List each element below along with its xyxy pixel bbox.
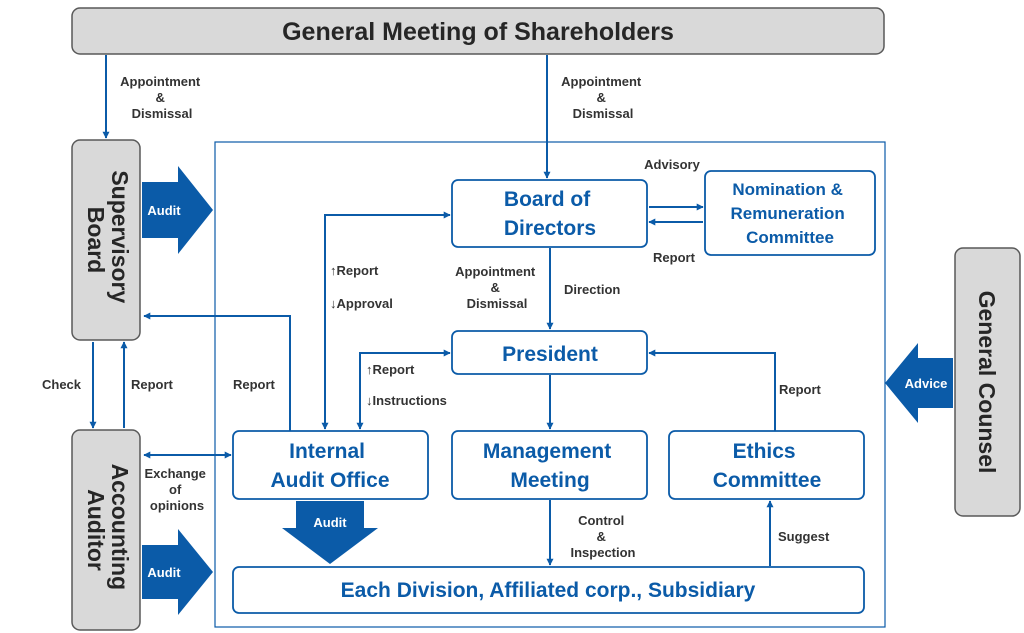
divisions-label: Each Division, Affiliated corp., Subsidi… xyxy=(341,579,756,602)
board-of-directors-line2: Directors xyxy=(504,217,596,240)
president-label: President xyxy=(502,343,598,366)
label-report-instructions: ↑Report ↓Instructions xyxy=(366,362,447,408)
label-report-approval: ↑Report ↓Approval xyxy=(330,263,393,311)
svg-text:Internal Audit Office: Internal Audit Office xyxy=(271,440,390,492)
nomination-line1: Nomination & xyxy=(732,180,843,199)
advice-label: Advice xyxy=(905,376,948,391)
accounting-auditor-box: Accounting Auditor xyxy=(71,429,141,631)
nomination-committee-box: Nomination & Remuneration Committee xyxy=(704,170,876,256)
connectors xyxy=(89,55,776,566)
nomination-line2: Remuneration xyxy=(730,204,844,223)
ethics-committee-line1: Ethics xyxy=(733,440,796,463)
supervisory-board-line2: Board xyxy=(83,207,109,273)
president-box: President xyxy=(451,330,648,375)
audit-accounting-arrow: Audit xyxy=(142,529,213,615)
company-frame xyxy=(214,141,886,628)
connector-internal-supervisory xyxy=(143,312,291,431)
internal-audit-line1: Internal xyxy=(289,440,365,463)
board-of-directors-box: Board of Directors xyxy=(451,179,648,248)
audit-internal-label: Audit xyxy=(313,515,347,530)
label-report-ethics: Report xyxy=(779,382,822,397)
accounting-auditor-line2: Auditor xyxy=(83,489,109,571)
label-check: Check xyxy=(42,377,82,392)
divisions-box: Each Division, Affiliated corp., Subsidi… xyxy=(232,566,865,614)
label-report-nomination: Report xyxy=(653,250,696,265)
board-of-directors-line1: Board of xyxy=(504,188,591,211)
audit-supervisory-arrow: Audit xyxy=(142,166,213,254)
label-report-supervisory: Report xyxy=(233,377,276,392)
label-report-accounting: Report xyxy=(131,377,174,392)
connector-ethics-president xyxy=(648,349,776,431)
connector-internal-board xyxy=(321,211,451,430)
general-counsel-box: General Counsel xyxy=(954,247,1021,517)
label-control: Control & Inspection xyxy=(570,513,635,560)
label-advisory: Advisory xyxy=(644,157,700,172)
shareholders-meeting-box: General Meeting of Shareholders xyxy=(71,7,885,55)
management-meeting-line1: Management xyxy=(483,440,611,463)
svg-text:Management Meeting: Management Meeting xyxy=(483,440,617,492)
audit-accounting-label: Audit xyxy=(147,565,181,580)
audit-internal-arrow: Audit xyxy=(282,501,378,564)
connector-internal-president xyxy=(356,349,451,430)
internal-audit-line2: Audit Office xyxy=(271,469,390,492)
management-meeting-box: Management Meeting xyxy=(451,430,648,500)
supervisory-board-line1: Supervisory xyxy=(107,170,133,303)
supervisory-board-box: Supervisory Board xyxy=(71,139,141,341)
svg-text:Board of Directors: Board of Directors xyxy=(504,188,596,240)
ethics-committee-line2: Committee xyxy=(713,469,822,492)
ethics-committee-box: Ethics Committee xyxy=(668,430,865,500)
advice-arrow: Advice xyxy=(885,343,953,423)
svg-text:Ethics Committee: Ethics Committee xyxy=(713,440,822,492)
label-suggest: Suggest xyxy=(778,529,830,544)
svg-text:Supervisory Board: Supervisory Board xyxy=(83,170,133,309)
svg-text:Accounting Auditor: Accounting Auditor xyxy=(83,464,133,597)
label-appointment-center: Appointment & Dismissal xyxy=(561,74,645,121)
nomination-line3: Committee xyxy=(746,228,834,247)
label-direction: Direction xyxy=(564,282,620,297)
svg-text:Nomination & Remuneratio: Nomination & Remuneration Committee xyxy=(730,180,849,247)
audit-supervisory-label: Audit xyxy=(147,203,181,218)
shareholders-meeting-title: General Meeting of Shareholders xyxy=(282,18,674,46)
label-appointment-left: Appointment & Dismissal xyxy=(120,74,204,121)
label-exchange: Exchange of opinions xyxy=(144,466,209,513)
accounting-auditor-line1: Accounting xyxy=(107,464,133,591)
internal-audit-office-box: Internal Audit Office xyxy=(232,430,429,500)
management-meeting-line2: Meeting xyxy=(510,469,589,492)
general-counsel-label: General Counsel xyxy=(974,291,1000,474)
label-appointment-board: Appointment & Dismissal xyxy=(455,264,539,311)
